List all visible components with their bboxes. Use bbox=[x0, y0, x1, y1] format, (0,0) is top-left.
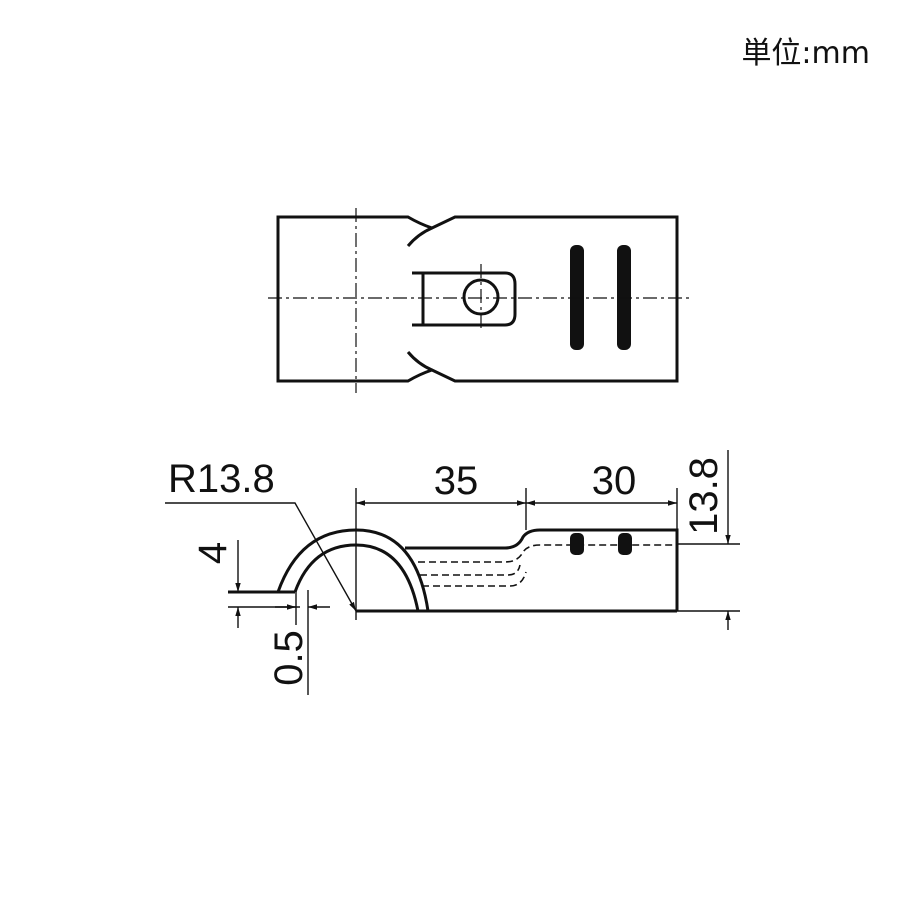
dimensions: 35 30 R13.8 13.8 4 0.5 bbox=[165, 450, 740, 695]
radius-label: R13.8 bbox=[168, 457, 275, 501]
top-notch-upper bbox=[406, 226, 433, 247]
slot-tab bbox=[412, 271, 517, 327]
top-notch-lower bbox=[406, 351, 433, 372]
unit-label: 単位:mm bbox=[741, 36, 870, 71]
dim-35-label: 35 bbox=[434, 459, 479, 503]
saddle-outer-arc bbox=[276, 528, 430, 612]
dim-height-label: 13.8 bbox=[682, 457, 726, 535]
dim-05-label: 0.5 bbox=[267, 630, 311, 686]
side-view bbox=[228, 488, 679, 620]
dim-4-label: 4 bbox=[191, 542, 235, 564]
top-view bbox=[268, 208, 690, 393]
body-top-profile bbox=[405, 528, 679, 611]
body-hidden-line-2 bbox=[420, 564, 521, 576]
body-hidden-line-3 bbox=[422, 571, 527, 587]
side-rib-right bbox=[618, 533, 632, 555]
side-rib-left bbox=[570, 533, 584, 555]
radius-leader bbox=[165, 502, 357, 612]
body-hidden-line-1 bbox=[418, 544, 677, 563]
dim-30-label: 30 bbox=[592, 459, 637, 503]
top-view-outline bbox=[276, 215, 679, 383]
